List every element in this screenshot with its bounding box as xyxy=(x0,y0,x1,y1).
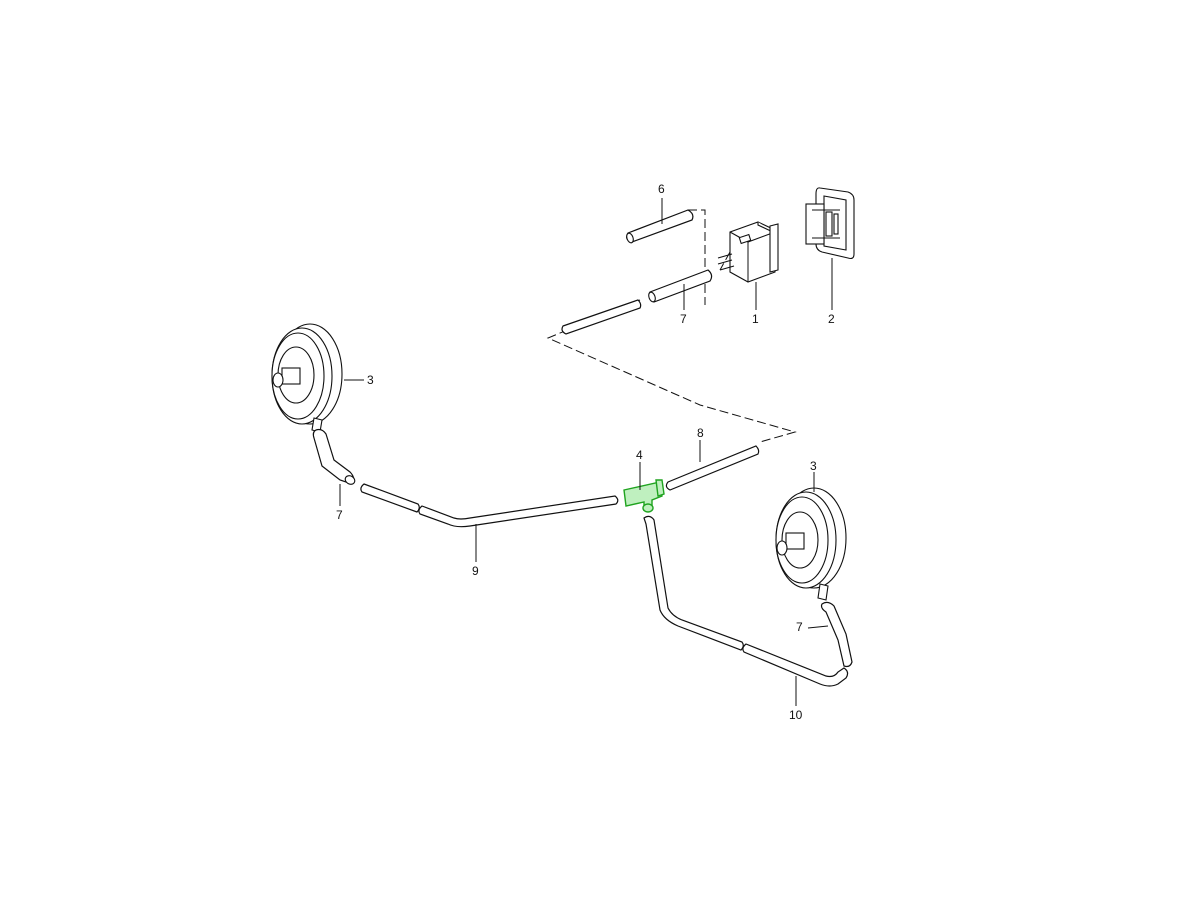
vacuum-unit-part-3-left[interactable] xyxy=(271,323,343,433)
leader-lines xyxy=(339,198,833,706)
vacuum-unit-part-3-right[interactable] xyxy=(775,487,847,601)
cover-part-2[interactable] xyxy=(805,187,855,260)
label-4: 4 xyxy=(636,448,643,462)
label-1: 1 xyxy=(752,312,759,326)
label-10: 10 xyxy=(789,708,803,722)
switch-valve-part-1[interactable] xyxy=(717,221,779,283)
pipe-part-8[interactable] xyxy=(665,445,760,491)
pipe-segment-upper[interactable] xyxy=(561,299,642,335)
hose-part-7-right[interactable] xyxy=(820,601,853,668)
label-9: 9 xyxy=(472,564,479,578)
t-connector-part-4[interactable] xyxy=(623,479,665,513)
label-7-upper: 7 xyxy=(680,312,687,326)
pipe-part-9[interactable] xyxy=(360,483,619,528)
label-3-right: 3 xyxy=(810,459,817,473)
hose-part-7-upper[interactable] xyxy=(647,269,713,303)
hose-part-7-left[interactable] xyxy=(312,428,356,486)
callout-labels: 6 7 1 2 3 4 8 7 9 3 7 10 xyxy=(336,182,835,722)
label-8: 8 xyxy=(697,426,704,440)
label-7-left: 7 xyxy=(336,508,343,522)
pipe-part-10[interactable] xyxy=(643,515,849,687)
label-6: 6 xyxy=(658,182,665,196)
hose-part-6[interactable] xyxy=(625,209,694,244)
label-3-left: 3 xyxy=(367,373,374,387)
label-2: 2 xyxy=(828,312,835,326)
label-7-right: 7 xyxy=(796,620,803,634)
